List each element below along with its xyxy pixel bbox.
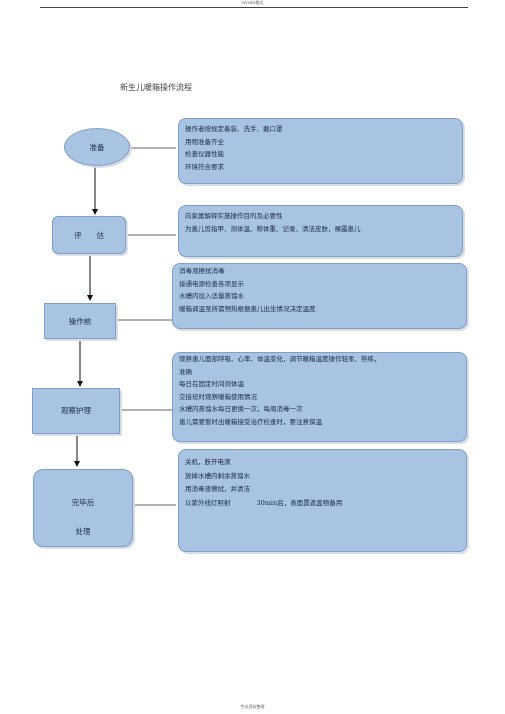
detail-line: 交接班时观察暖箱使用情况 bbox=[179, 392, 257, 401]
step-prep-label: 准备 bbox=[89, 143, 105, 152]
detail-line: 暖箱调温至所需预热根据患儿出生情况决定温度 bbox=[179, 304, 316, 313]
detail-line: 用消毒液擦拭，并清洁 bbox=[185, 485, 250, 493]
step-prep-details: 操作者按规定着装、洗手、戴口罩 用物准备齐全 检查仪器性能 环境符合要求 bbox=[178, 118, 463, 184]
step-eval-node: 评 估 bbox=[52, 216, 126, 254]
detail-line: 为患儿剪指甲、测体温、称体重、记录、清洁皮肤，裸露患儿 bbox=[185, 225, 361, 233]
step-done-details: 关机，断开电源 放掉水槽内剩余蒸馏水 用消毒液擦拭，并清洁 以紫外线灯照射 30… bbox=[178, 449, 467, 552]
detail-line: 操作者按规定着装、洗手、戴口罩 bbox=[185, 125, 283, 133]
step-obs-node: 观察护理 bbox=[32, 388, 120, 434]
detail-line: 观察患儿面部呼吸、心率、体温变化，调节暖箱温度操作轻柔、熟练， bbox=[179, 355, 381, 363]
step-eval-label: 评 估 bbox=[74, 231, 104, 240]
detail-line: 向家属解释实施操作目的及必要性 bbox=[185, 212, 283, 220]
step-done-label-1: 完毕后 bbox=[71, 498, 95, 507]
detail-line: 接通电源检查各项显示 bbox=[179, 279, 244, 288]
step-obs-label: 观察护理 bbox=[61, 406, 91, 415]
detail-line: 放掉水槽内剩余蒸馏水 bbox=[185, 471, 250, 480]
detail-line: 以紫外线灯照射 30min后，表面置遮盖物备用 bbox=[185, 498, 343, 507]
step-pre-label: 操作前 bbox=[68, 317, 92, 326]
page-footer: 专业资料整理 bbox=[240, 704, 265, 709]
step-eval-details: 向家属解释实施操作目的及必要性 为患儿剪指甲、测体温、称体重、记录、清洁皮肤，裸… bbox=[178, 205, 463, 257]
detail-line: 环境符合要求 bbox=[185, 162, 224, 171]
page-header: WORD格式 bbox=[241, 0, 264, 5]
header-rule bbox=[40, 7, 468, 8]
step-obs-details: 观察患儿面部呼吸、心率、体温变化，调节暖箱温度操作轻柔、熟练， 准确 每日在固定… bbox=[172, 352, 467, 442]
detail-line: 水槽内加入适量蒸馏水 bbox=[179, 292, 244, 301]
step-pre-details: 消毒液擦拭消毒 接通电源检查各项显示 水槽内加入适量蒸馏水 暖箱调温至所需预热根… bbox=[172, 263, 467, 329]
page-title: 新生儿暖箱操作流程 bbox=[120, 83, 192, 92]
detail-line: 用物准备齐全 bbox=[185, 137, 224, 146]
detail-line: 关机，断开电源 bbox=[185, 458, 231, 466]
detail-line: 消毒液擦拭消毒 bbox=[179, 267, 225, 275]
step-prep-node: 准备 bbox=[64, 128, 130, 166]
detail-line: 检查仪器性能 bbox=[185, 150, 224, 159]
step-pre-node: 操作前 bbox=[44, 303, 116, 339]
detail-line: 准确 bbox=[179, 367, 192, 376]
detail-line: 每日在固定时间测体温 bbox=[179, 380, 244, 389]
step-done-label-2: 处理 bbox=[75, 527, 91, 536]
step-done-node: 完毕后 处理 bbox=[33, 469, 133, 547]
detail-line: 患儿需要暂时出暖箱接受治疗检查时，要注意保温 bbox=[179, 417, 322, 426]
detail-line: 水槽内蒸馏水每日更换一次，每周消毒一次 bbox=[179, 405, 303, 414]
